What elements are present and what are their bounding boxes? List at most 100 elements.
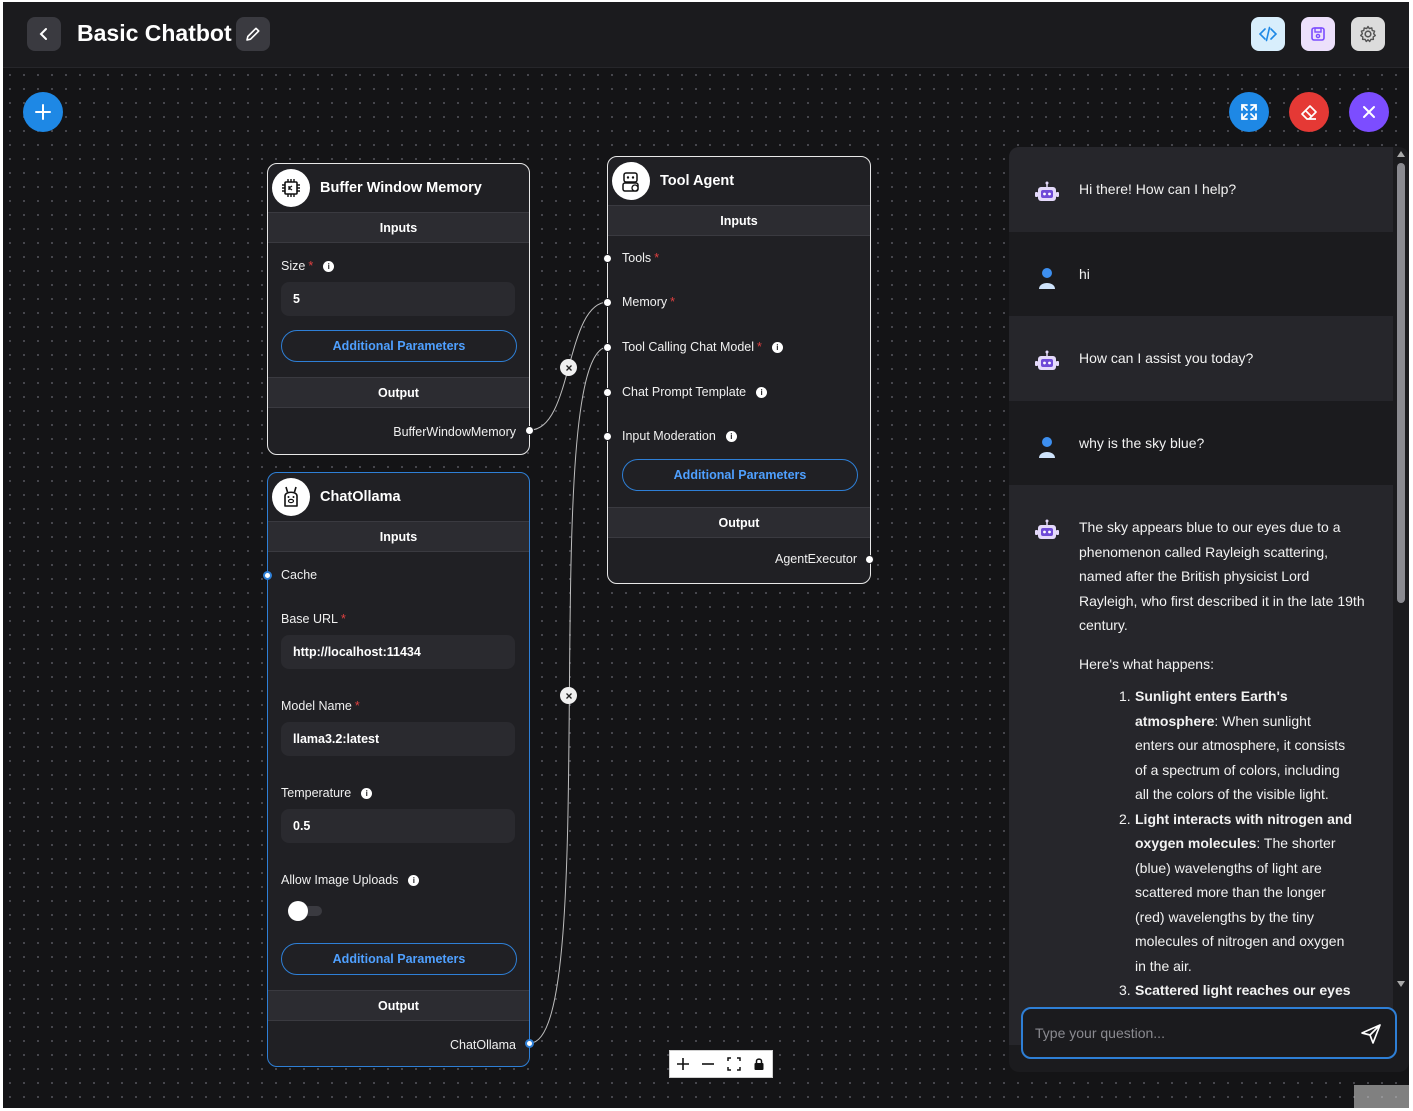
close-icon — [565, 692, 572, 699]
output-handle[interactable] — [865, 555, 874, 564]
node-title: ChatOllama — [320, 489, 401, 505]
temperature-input[interactable]: 0.5 — [281, 809, 515, 843]
node-header: Buffer Window Memory — [268, 164, 529, 212]
size-input[interactable]: 5 — [281, 282, 515, 316]
info-icon[interactable]: i — [361, 788, 373, 799]
output-handle[interactable] — [525, 426, 534, 435]
output-handle[interactable] — [525, 1039, 534, 1048]
scroll-up-arrow[interactable] — [1397, 151, 1405, 157]
pencil-icon — [246, 27, 260, 41]
output-header: Output — [268, 377, 529, 408]
save-icon — [1311, 27, 1325, 41]
answer-list: 1. Sunlight enters Earth's atmosphere: W… — [1079, 684, 1369, 1003]
info-icon[interactable]: i — [725, 431, 737, 442]
node-header: ChatOllama — [268, 473, 529, 521]
chat-message-bot: Hi there! How can I help? — [1009, 147, 1393, 232]
expand-chat-button[interactable] — [1229, 92, 1269, 132]
model-name-input[interactable]: llama3.2:latest — [281, 722, 515, 756]
bot-avatar-icon — [1031, 515, 1063, 547]
add-node-button[interactable] — [23, 92, 63, 132]
chat-message-user: hi — [1009, 232, 1393, 316]
chevron-left-icon — [39, 28, 47, 40]
scrollbar-thumb[interactable] — [1397, 163, 1405, 603]
node-chatollama[interactable]: ChatOllama Inputs Cache Base URL* http:/… — [263, 472, 534, 1067]
api-code-button[interactable] — [1251, 17, 1285, 51]
tools-label: Tools* — [622, 251, 660, 265]
close-icon — [1363, 106, 1375, 118]
output-name: ChatOllama — [450, 1038, 516, 1052]
inputs-header: Inputs — [608, 205, 870, 236]
bot-avatar-icon — [1031, 346, 1063, 378]
chat-question-input[interactable] — [1035, 1025, 1345, 1041]
scroll-down-arrow[interactable] — [1397, 981, 1405, 987]
code-icon — [1258, 26, 1278, 42]
chat-message-bot: How can I assist you today? — [1009, 316, 1393, 401]
answer-intro: The sky appears blue to our eyes due to … — [1079, 519, 1365, 633]
prompt-input-handle[interactable] — [603, 388, 612, 397]
info-icon[interactable]: i — [323, 261, 335, 272]
send-button[interactable] — [1359, 1022, 1383, 1046]
settings-button[interactable] — [1351, 17, 1385, 51]
edge-delete-button[interactable] — [560, 687, 577, 704]
zoom-in-icon[interactable] — [676, 1057, 690, 1071]
lock-icon[interactable] — [752, 1057, 766, 1071]
corner-overlay — [1354, 1085, 1409, 1108]
additional-parameters-button[interactable]: Additional Parameters — [622, 459, 858, 491]
node-buffer-window-memory[interactable]: Buffer Window Memory Inputs Size*i 5 Add… — [267, 163, 534, 455]
answer-text: The sky appears blue to our eyes due to … — [1079, 515, 1369, 1045]
chat-scrollbar[interactable] — [1395, 151, 1407, 991]
list-number: 2. — [1119, 810, 1131, 827]
back-button[interactable] — [27, 17, 61, 51]
additional-parameters-button[interactable]: Additional Parameters — [281, 943, 517, 975]
expand-icon — [1241, 104, 1257, 120]
memory-input-handle[interactable] — [603, 298, 612, 307]
tools-input-handle[interactable] — [603, 254, 612, 263]
chat-panel: Hi there! How can I help? hi How can I a… — [1009, 147, 1409, 1072]
user-avatar-icon — [1031, 262, 1063, 294]
close-chat-button[interactable] — [1349, 92, 1389, 132]
chat-input-box[interactable] — [1021, 1007, 1397, 1059]
list-item: 2. Light interacts with nitrogen and oxy… — [1119, 807, 1369, 979]
message-text: Hi there! How can I help? — [1079, 181, 1237, 197]
list-rest: : When sunlight enters our atmosphere, i… — [1135, 712, 1346, 803]
output-header: Output — [608, 507, 870, 538]
base-url-input[interactable]: http://localhost:11434 — [281, 635, 515, 669]
info-icon[interactable]: i — [756, 387, 768, 398]
send-icon — [1361, 1024, 1381, 1044]
output-header: Output — [268, 990, 529, 1021]
chat-model-label: Tool Calling Chat Model*i — [622, 340, 783, 354]
answer-lead: Here's what happens: — [1079, 655, 1214, 672]
list-item: 1. Sunlight enters Earth's atmosphere: W… — [1119, 684, 1369, 807]
gear-icon — [1360, 25, 1376, 43]
bot-avatar-icon — [1031, 177, 1063, 209]
llama-icon — [272, 478, 310, 516]
moderation-input-handle[interactable] — [603, 432, 612, 441]
allow-image-uploads-toggle[interactable] — [288, 901, 324, 921]
size-label: Size*i — [281, 259, 335, 273]
top-bar: Basic Chatbot — [3, 2, 1409, 68]
save-button[interactable] — [1301, 17, 1335, 51]
flow-canvas[interactable]: Buffer Window Memory Inputs Size*i 5 Add… — [3, 68, 1409, 1108]
info-icon[interactable]: i — [771, 342, 783, 353]
base-url-label: Base URL* — [281, 612, 346, 626]
memory-label: Memory* — [622, 295, 676, 309]
zoom-out-icon[interactable] — [701, 1057, 715, 1071]
additional-parameters-button[interactable]: Additional Parameters — [281, 330, 517, 362]
node-header: Tool Agent — [608, 157, 870, 205]
node-tool-agent[interactable]: Tool Agent Inputs Tools* Memory* Tool Ca… — [603, 156, 874, 584]
clear-chat-button[interactable] — [1289, 92, 1329, 132]
cache-input-handle[interactable] — [263, 571, 272, 580]
chat-message-user: why is the sky blue? — [1009, 401, 1393, 485]
edge-delete-button[interactable] — [560, 359, 577, 376]
message-text: hi — [1079, 266, 1090, 282]
user-avatar-icon — [1031, 431, 1063, 463]
fit-view-icon[interactable] — [727, 1057, 741, 1071]
list-bold: Scattered light reaches our eyes — [1135, 982, 1351, 998]
chat-model-input-handle[interactable] — [603, 343, 612, 352]
info-icon[interactable]: i — [408, 875, 420, 886]
app-window: Basic Chatbot — [3, 2, 1409, 1108]
edit-title-button[interactable] — [236, 17, 270, 51]
list-rest: : The shorter (blue) wavelengths of ligh… — [1135, 835, 1345, 974]
inputs-header: Inputs — [268, 521, 529, 552]
message-text: why is the sky blue? — [1079, 435, 1205, 451]
